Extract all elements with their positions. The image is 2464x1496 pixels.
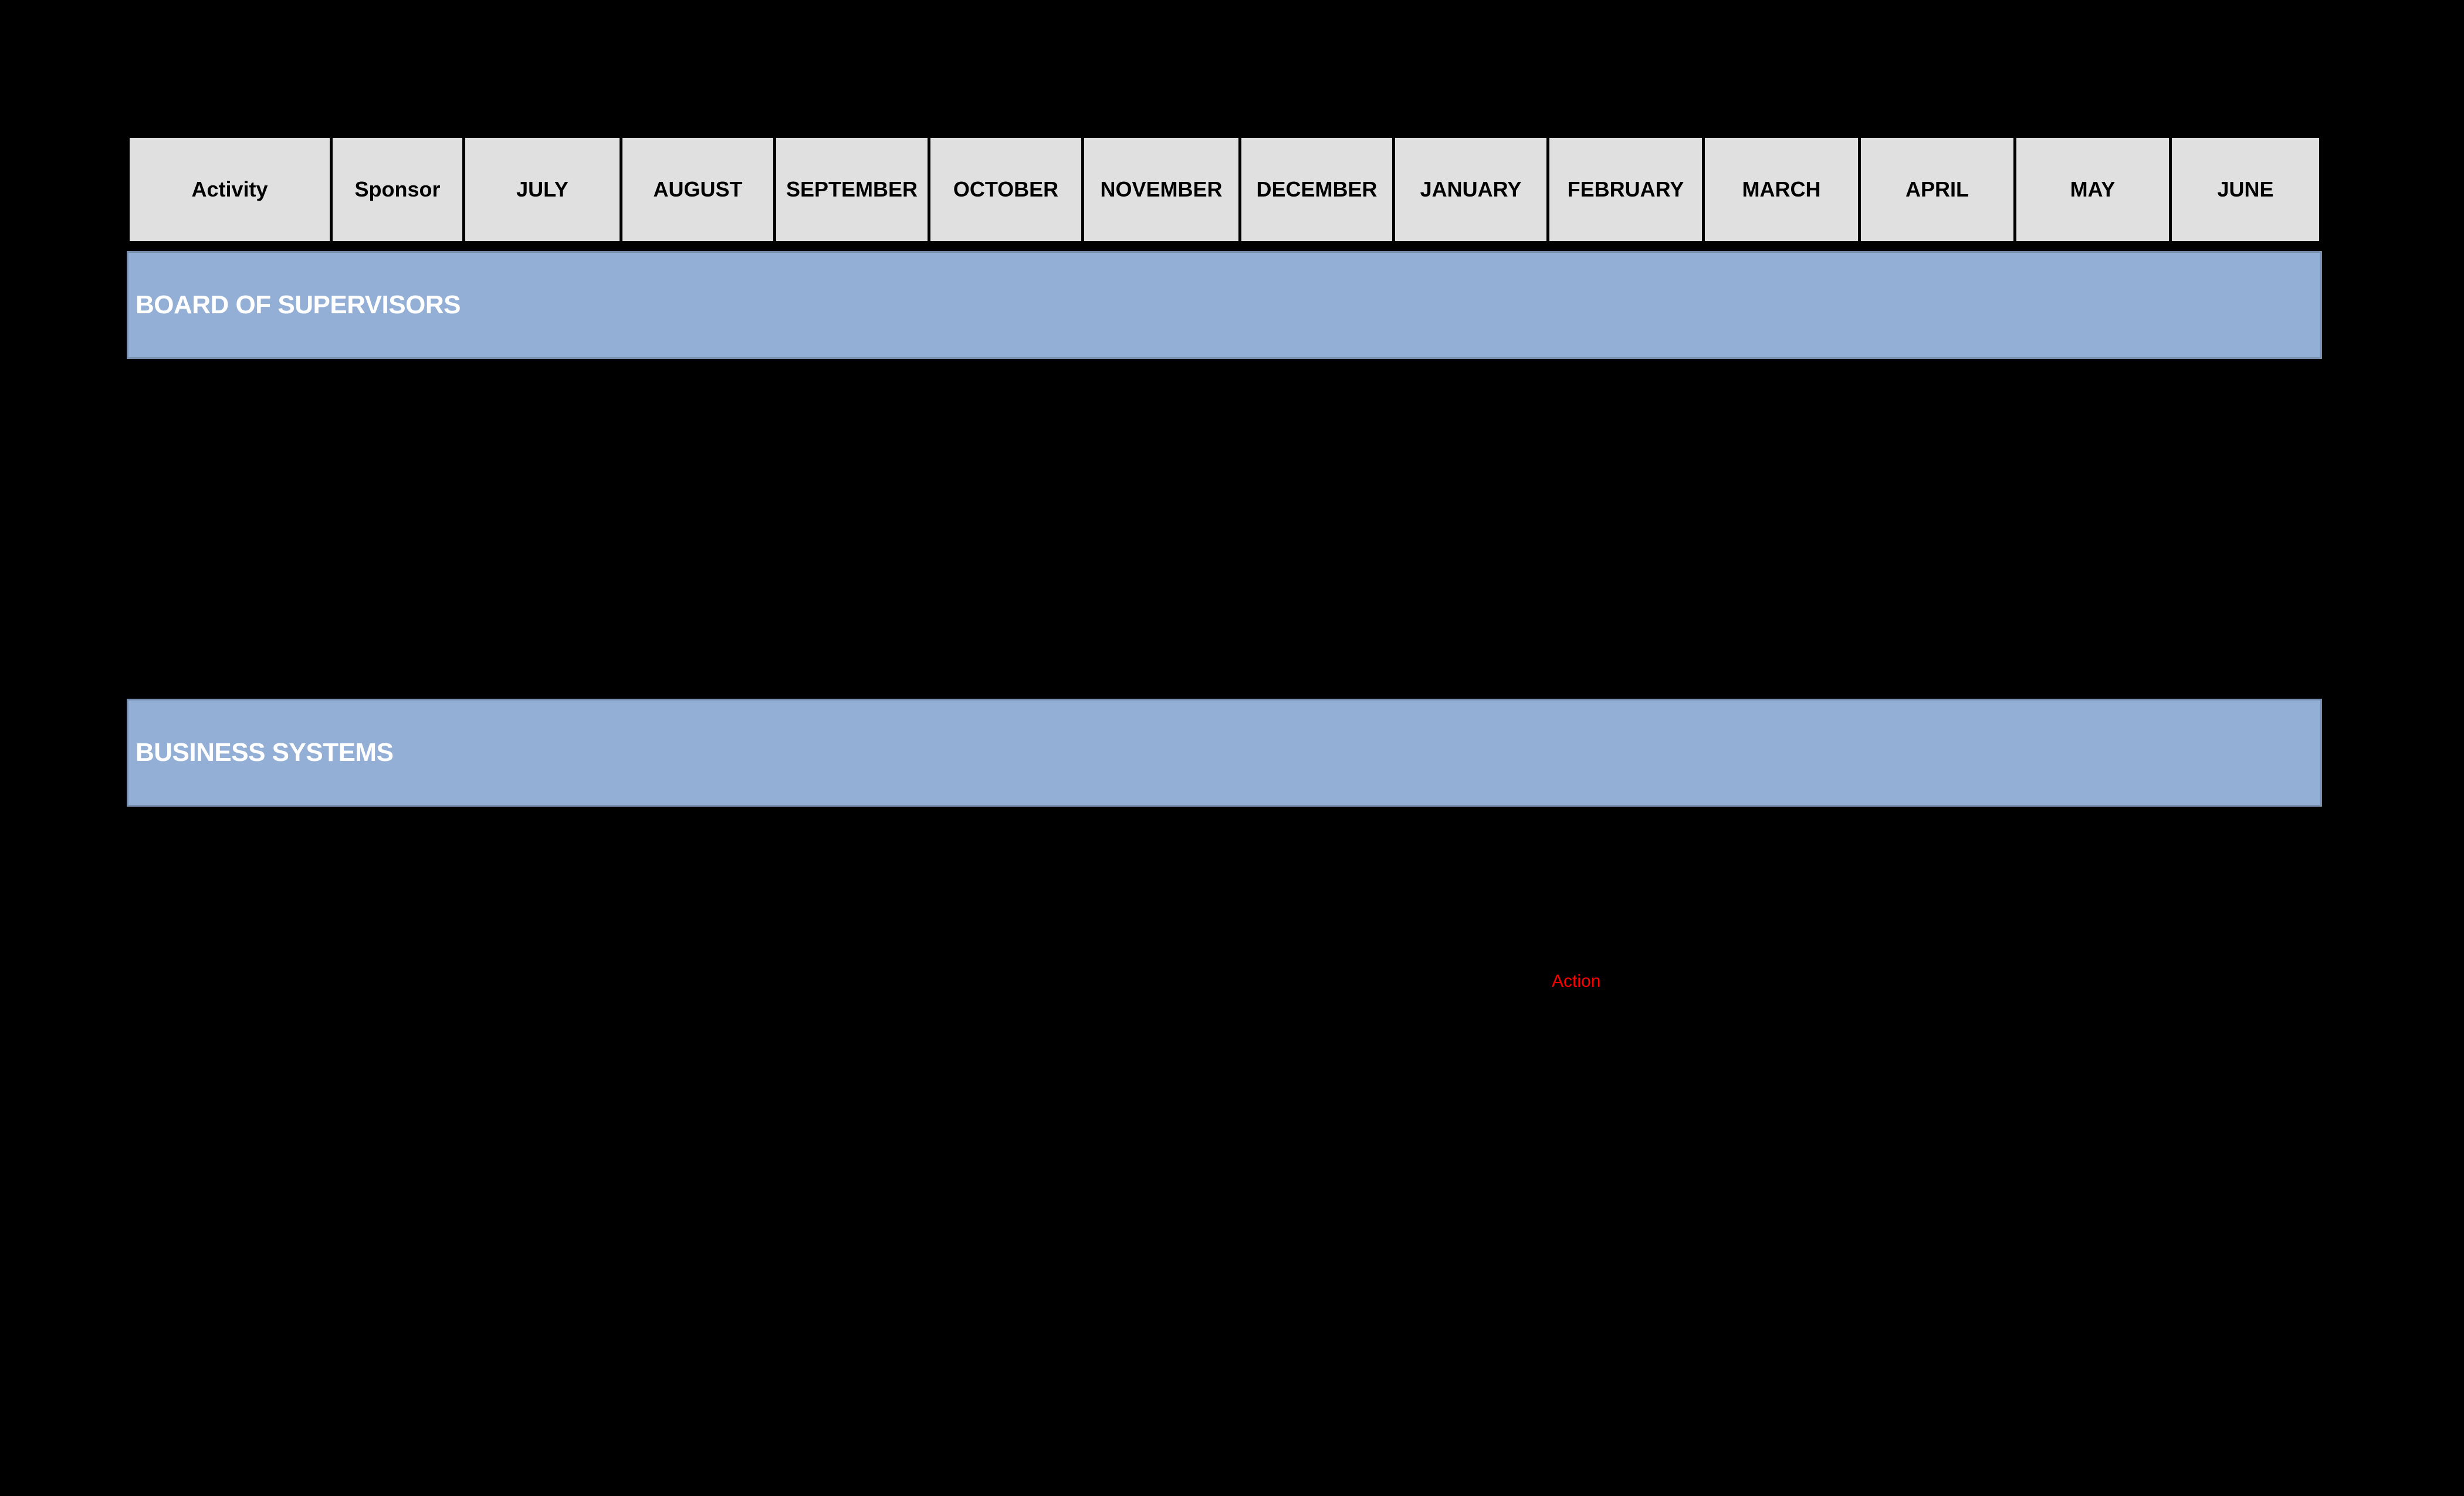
column-header-february: FEBRUARY: [1546, 135, 1702, 245]
column-header-april: APRIL: [1858, 135, 2013, 245]
column-header-october: OCTOBER: [928, 135, 1081, 245]
column-header-january: JANUARY: [1392, 135, 1546, 245]
column-header-august: AUGUST: [620, 135, 773, 245]
column-header-december: DECEMBER: [1238, 135, 1392, 245]
section-title-business-systems: BUSINESS SYSTEMS: [136, 738, 394, 767]
action-annotation: Action: [1552, 972, 1601, 991]
column-header-sponsor: Sponsor: [330, 135, 462, 245]
column-header-september: SEPTEMBER: [773, 135, 928, 245]
column-header-may: MAY: [2013, 135, 2169, 245]
section-bar-business-systems: BUSINESS SYSTEMS: [127, 699, 2322, 807]
section-bar-board-of-supervisors: BOARD OF SUPERVISORS: [127, 251, 2322, 359]
column-header-november: NOVEMBER: [1081, 135, 1238, 245]
column-header-activity: Activity: [127, 135, 330, 245]
column-header-july: JULY: [462, 135, 620, 245]
column-header-june: JUNE: [2169, 135, 2322, 245]
section-title-board-of-supervisors: BOARD OF SUPERVISORS: [136, 290, 461, 319]
table-header-row: Activity Sponsor JULY AUGUST SEPTEMBER O…: [127, 135, 2322, 245]
column-header-march: MARCH: [1702, 135, 1858, 245]
